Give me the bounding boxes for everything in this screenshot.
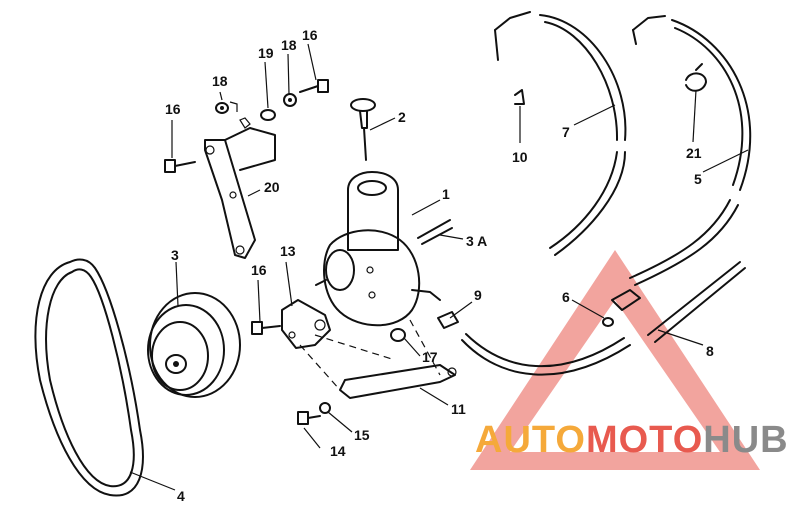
callout-3: 3 [171, 247, 179, 263]
dipstick [350, 98, 376, 161]
watermark-hub: HUB [703, 419, 788, 461]
callout-20: 20 [264, 179, 280, 195]
leader-lines [129, 43, 749, 491]
bolt-14 [297, 411, 321, 425]
return-hose-inner [465, 333, 625, 368]
callout-18-left: 18 [212, 73, 228, 89]
callout-11: 11 [451, 401, 466, 417]
alignment-line-1 [314, 334, 396, 361]
watermark-logo [470, 250, 760, 470]
washer-18-left [215, 102, 229, 114]
callout-16-lower: 16 [251, 262, 267, 278]
callout-19: 19 [258, 45, 274, 61]
callout-18-right: 18 [281, 37, 297, 53]
callout-5: 5 [694, 171, 702, 187]
drive-belt [34, 258, 144, 497]
callout-10: 10 [512, 149, 528, 165]
stud-3a [417, 219, 453, 245]
pressure-hose-7 [494, 11, 627, 256]
brace-11 [339, 364, 457, 399]
fitting-9 [437, 311, 459, 329]
bolt-16-top [299, 79, 329, 93]
watermark-triangle [470, 250, 760, 470]
tube-8 [647, 261, 746, 343]
clamp-21 [685, 63, 707, 92]
alignment-line-2 [299, 344, 341, 391]
callout-15: 15 [354, 427, 370, 443]
callout-21: 21 [686, 145, 702, 161]
bolt-16-upper-left [164, 159, 196, 173]
return-hose [461, 339, 631, 376]
callout-3a: 3 A [466, 233, 487, 249]
callout-16-top: 16 [302, 27, 318, 43]
watermark-auto: AUTO [475, 419, 586, 461]
bracket-guide [239, 117, 251, 129]
callout-14: 14 [330, 443, 346, 459]
hose-fitting-6 [602, 289, 641, 327]
bracket-20 [204, 127, 276, 259]
callout-7: 7 [562, 124, 570, 140]
callout-1: 1 [442, 186, 450, 202]
watermark-text: AUTOMOTOHUB [475, 419, 789, 461]
leader-18-left [229, 101, 238, 112]
clip-10 [514, 89, 525, 105]
nut-19 [260, 109, 276, 121]
nut-17 [390, 328, 406, 342]
power-steering-pump [315, 171, 441, 327]
callout-9: 9 [474, 287, 482, 303]
callout-17: 17 [422, 349, 438, 365]
callout-4: 4 [177, 488, 185, 504]
washer-18-right [283, 93, 297, 107]
bracket-13 [281, 299, 331, 349]
callout-13: 13 [280, 243, 296, 259]
washer-15 [319, 402, 331, 414]
callout-6: 6 [562, 289, 570, 305]
pressure-hose-5 [629, 15, 752, 286]
pulley [147, 292, 241, 398]
watermark-moto: MOTO [586, 419, 703, 461]
bolt-16-lower [251, 321, 281, 335]
callout-8: 8 [706, 343, 714, 359]
callout-2: 2 [398, 109, 406, 125]
callout-16-upper-left: 16 [165, 101, 181, 117]
